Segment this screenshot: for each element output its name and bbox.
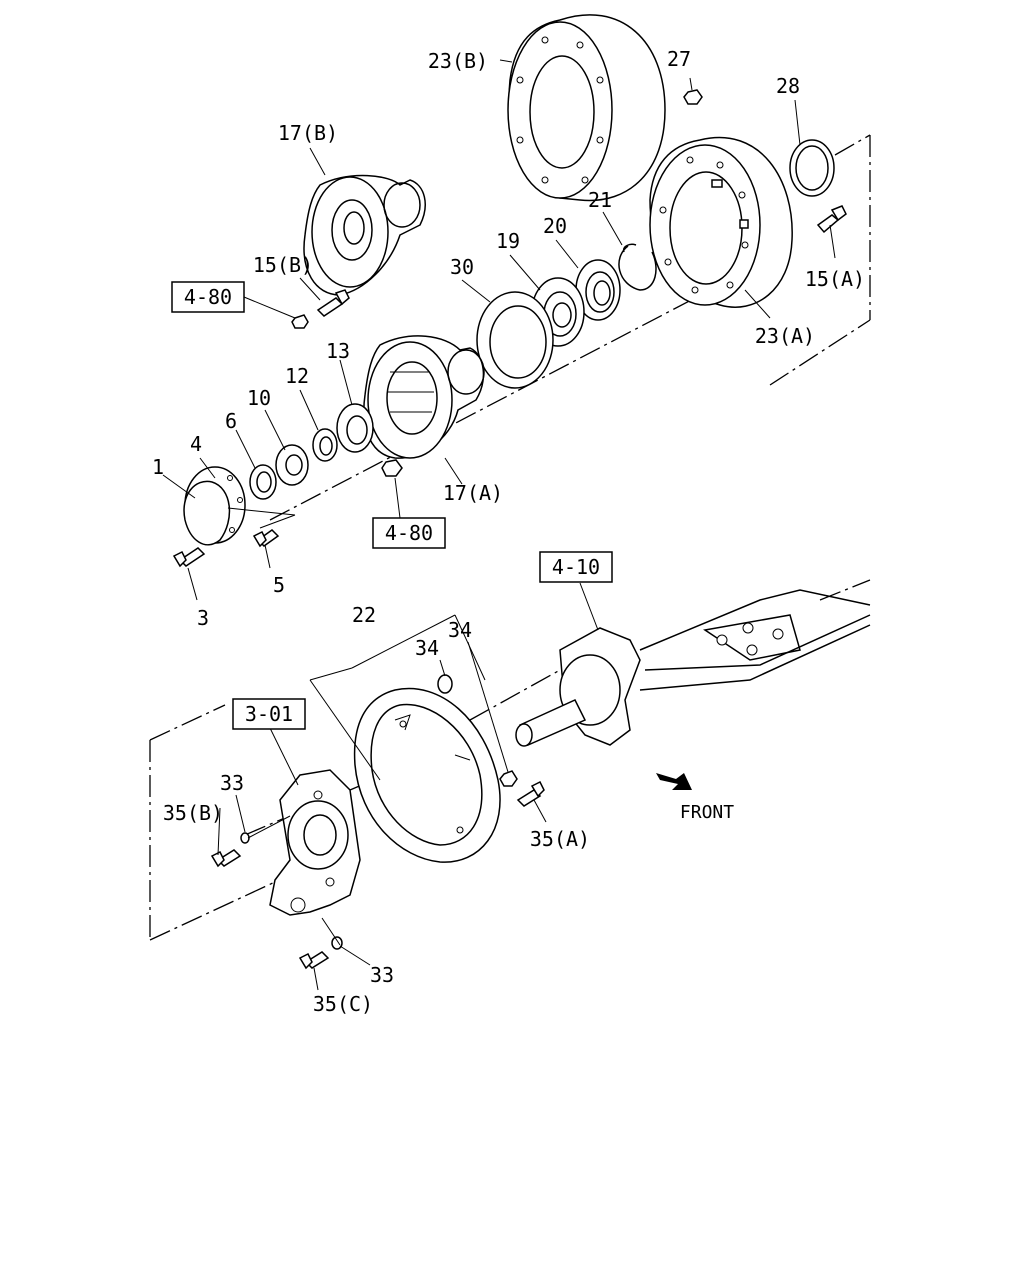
- callout-34-lower: 34: [415, 636, 439, 660]
- bolt-3: [172, 547, 206, 568]
- ref-301-label: 3-01: [245, 702, 293, 726]
- bolt-15b: [316, 289, 350, 317]
- ref-box-480-a: 4-80: [171, 281, 245, 313]
- callout-1: 1: [152, 455, 164, 479]
- callout-20: 20: [543, 214, 567, 238]
- drum-b-bolt-holes: [516, 36, 604, 184]
- spindle-axis-line: [469, 669, 561, 721]
- bolt-5-leader-b: [227, 507, 296, 516]
- ref-480-a-label: 4-80: [184, 285, 232, 309]
- callout-15b: 15(B): [253, 253, 313, 277]
- nut-34: [499, 770, 518, 787]
- callout-23b: 23(B): [428, 49, 488, 73]
- tone-ring-30: [476, 291, 554, 389]
- callout-10: 10: [247, 386, 271, 410]
- front-direction-label: FRONT: [680, 802, 734, 823]
- plug-34: [437, 674, 453, 694]
- callout-35a: 35(A): [530, 827, 590, 851]
- brake-drum-a: [649, 136, 793, 308]
- callout-15a: 15(A): [805, 267, 865, 291]
- left-bracket-top: [149, 704, 226, 741]
- right-bracket-top: [834, 134, 871, 156]
- washer-33-lower: [331, 936, 343, 950]
- callout-13: 13: [326, 339, 350, 363]
- bearing-13: [336, 403, 374, 453]
- callout-5: 5: [273, 573, 285, 597]
- callout-3: 3: [197, 606, 209, 630]
- lockring-6: [249, 464, 277, 500]
- callout-28: 28: [776, 74, 800, 98]
- front-arrow-icon: [656, 773, 692, 790]
- bolt-5: [252, 529, 280, 548]
- ref-410-label: 4-10: [552, 555, 600, 579]
- leader-lines: [162, 59, 836, 991]
- callout-17a: 17(A): [443, 481, 503, 505]
- knuckle-spindle: [515, 627, 641, 747]
- hubcap-1: [183, 466, 246, 546]
- ring-21: [618, 243, 657, 291]
- hub-17a: [363, 335, 485, 459]
- seal-28: [789, 139, 835, 197]
- callout-34-upper: 34: [448, 618, 472, 642]
- ref-480-b-label: 4-80: [385, 521, 433, 545]
- callout-35b: 35(B): [163, 801, 223, 825]
- bolt-15a: [816, 205, 847, 234]
- callout-23a: 23(A): [755, 324, 815, 348]
- ref-box-480-b: 4-80: [372, 517, 446, 549]
- brake-drum-b: [507, 14, 666, 202]
- hub-axis-line: [269, 284, 721, 521]
- hub-17b: [303, 174, 426, 296]
- callout-33-upper: 33: [220, 771, 244, 795]
- bolt-35a: [516, 780, 545, 807]
- backing-plate-22: [353, 687, 501, 863]
- axle-beam: [639, 579, 871, 691]
- callout-6: 6: [225, 409, 237, 433]
- callout-21: 21: [588, 188, 612, 212]
- callout-30: 30: [450, 255, 474, 279]
- small-nut-ref: [291, 314, 309, 329]
- ref-box-410: 4-10: [539, 551, 613, 583]
- right-bracket-bottom: [769, 319, 871, 386]
- callout-4: 4: [190, 432, 202, 456]
- callout-12: 12: [285, 364, 309, 388]
- callout-17b: 17(B): [278, 121, 338, 145]
- bolt-35b: [210, 849, 242, 868]
- left-bracket-bottom: [149, 874, 291, 941]
- brake-bracket: [269, 769, 361, 916]
- nut-10: [275, 444, 309, 486]
- nut-4-80: [381, 459, 403, 477]
- callout-33-lower: 33: [370, 963, 394, 987]
- callout-35c: 35(C): [313, 992, 373, 1016]
- washer-12: [312, 428, 338, 462]
- callout-22: 22: [352, 603, 376, 627]
- callout-labels: 23(B) 27 28 17(B) 21 20 19 30 15(B) 15(A…: [152, 47, 865, 1016]
- callout-19: 19: [496, 229, 520, 253]
- bolt-5-leader-a: [259, 514, 296, 529]
- drum-a-bolt-holes: [659, 156, 749, 294]
- callout-27: 27: [667, 47, 691, 71]
- nut-27: [683, 77, 703, 105]
- washer-33-upper: [240, 832, 250, 844]
- seal-20: [575, 259, 621, 321]
- bolt-35c: [298, 951, 330, 970]
- ref-box-301: 3-01: [232, 698, 306, 730]
